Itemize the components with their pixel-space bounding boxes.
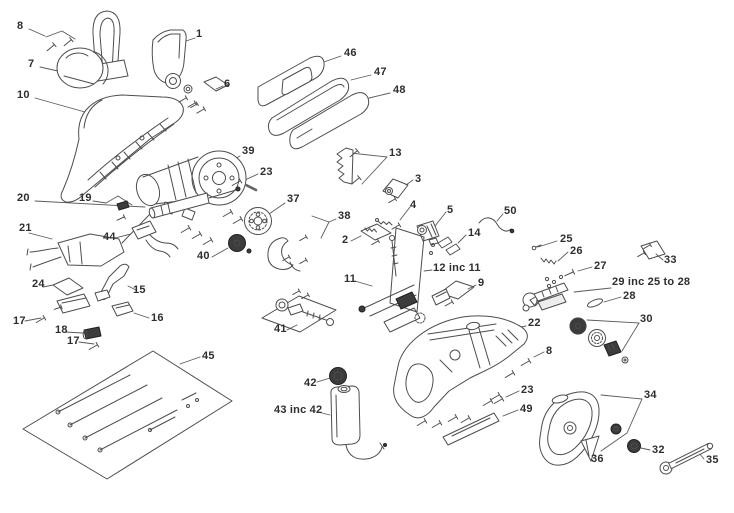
part-label-25: 25 (560, 233, 573, 245)
part-label-43-inc-42: 43 inc 42 (274, 404, 323, 416)
part-13-spike-bumper (337, 148, 362, 187)
part-label-8-top: 8 (17, 20, 24, 32)
part-label-23-motor: 23 (260, 166, 273, 178)
part-24-lever-bracket (53, 278, 90, 313)
part-label-44: 44 (103, 231, 116, 243)
part-label-28: 28 (623, 290, 636, 302)
part-label-27: 27 (594, 260, 607, 272)
part-38-guard-clip (268, 234, 308, 271)
part-label-14: 14 (468, 227, 481, 239)
part-label-45: 45 (202, 350, 215, 362)
part-16-block (112, 302, 133, 316)
part-50-hose (479, 218, 514, 233)
part-label-15: 15 (133, 284, 146, 296)
part-label-33: 33 (664, 254, 677, 266)
part-47-chain (268, 78, 348, 135)
part-41-oil-pump (262, 288, 336, 332)
part-label-12-inc-11: 12 inc 11 (433, 262, 481, 274)
part-label-30: 30 (640, 313, 653, 325)
part-19-brush-parts (115, 201, 129, 223)
part-45-fastener-kit (23, 351, 232, 479)
part-label-16: 16 (151, 312, 164, 324)
part-label-29-inc-25-28: 29 inc 25 to 28 (612, 276, 691, 288)
part-label-41: 41 (274, 323, 287, 335)
part-48-guide-bar (290, 93, 369, 149)
part-label-38: 38 (338, 210, 351, 222)
part-label-7: 7 (28, 58, 35, 70)
part-27-screw (563, 268, 576, 279)
part-label-39: 39 (242, 145, 255, 157)
part-18-bushing (83, 327, 101, 339)
part-37-sprocket (245, 208, 272, 235)
part-label-10: 10 (17, 89, 30, 101)
part-label-37: 37 (287, 193, 300, 205)
part-15-lever (95, 264, 129, 301)
part-29-chain-brake (523, 275, 568, 311)
part-label-9: 9 (478, 277, 485, 289)
part-label-48: 48 (393, 84, 406, 96)
part-1-hand-guard (152, 30, 186, 89)
part-43-oil-tank (331, 386, 387, 460)
part-label-23-housing: 23 (521, 384, 534, 396)
part-2-fasteners (361, 224, 391, 247)
part-36-latch (581, 436, 599, 461)
part-49-file (443, 413, 499, 445)
part-label-4: 4 (410, 199, 417, 211)
part-label-17-lower: 17 (67, 335, 80, 347)
part-label-5: 5 (447, 204, 454, 216)
part-label-6: 6 (224, 78, 231, 90)
part-label-8-housing: 8 (546, 345, 553, 357)
part-label-32: 32 (652, 444, 665, 456)
part-20-cord-sleeve (148, 187, 240, 218)
part-label-46: 46 (344, 47, 357, 59)
part-10-housing (61, 95, 183, 202)
part-44-field-clamp (132, 221, 178, 257)
part-label-47: 47 (374, 66, 387, 78)
part-26-spring (541, 258, 556, 264)
part-22-housing (394, 316, 528, 418)
part-label-36: 36 (591, 453, 604, 465)
part-35-wrench (660, 443, 713, 474)
part-label-26: 26 (570, 245, 583, 257)
part-25-screw (532, 245, 541, 250)
part-label-17-upper: 17 (13, 315, 26, 327)
part-label-2: 2 (342, 234, 349, 246)
part-14-plates (430, 237, 461, 255)
part-label-49: 49 (520, 403, 533, 415)
part-12-tensioner-assembly (359, 228, 425, 332)
part-label-13: 13 (389, 147, 402, 159)
part-label-1: 1 (196, 28, 203, 40)
part-6-fastener (184, 77, 228, 110)
part-34-side-cover (540, 392, 621, 465)
part-7-cover (57, 48, 108, 88)
part-30-tension-knob-set (570, 318, 628, 363)
part-label-3: 3 (415, 173, 422, 185)
part-label-19: 19 (79, 192, 92, 204)
part-label-18: 18 (55, 324, 68, 336)
part-label-35: 35 (706, 454, 719, 466)
part-32-nut (628, 440, 641, 453)
part-3-fasteners (383, 179, 408, 205)
part-21-power-cord (27, 213, 151, 270)
part-label-40: 40 (197, 250, 210, 262)
part-40-gear (229, 235, 252, 254)
part-9-plate (432, 281, 474, 309)
part-label-42: 42 (304, 377, 317, 389)
part-8-housing-screws (503, 357, 532, 381)
part-46-scabbard (258, 56, 324, 106)
part-4-spring-screw (376, 219, 402, 232)
part-label-50: 50 (504, 205, 517, 217)
part-label-21: 21 (19, 222, 32, 234)
part-label-24: 24 (32, 278, 45, 290)
part-label-20: 20 (17, 192, 30, 204)
part-42-oil-cap (330, 368, 347, 385)
part-label-11: 11 (344, 273, 357, 285)
part-label-22: 22 (528, 317, 541, 329)
part-28-pin (586, 297, 603, 309)
part-33-fasteners (636, 241, 665, 259)
part-label-34: 34 (644, 389, 657, 401)
